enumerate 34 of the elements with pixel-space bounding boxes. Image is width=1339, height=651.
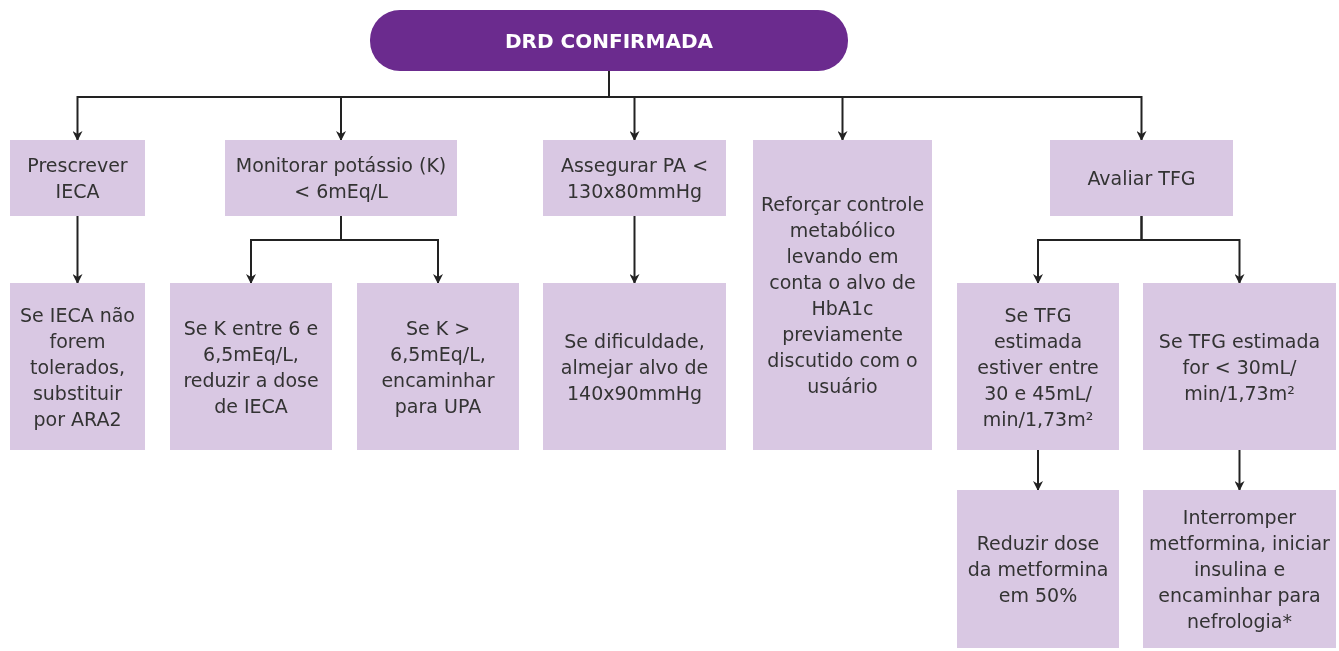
- step-box: [170, 283, 332, 450]
- box-text: Reforçar controle metabólico levando em conta o alvo de HbA1c previamente discutido com o usuário: [759, 192, 926, 399]
- box-text: Se TFG estimada for < 30mL/ min/1,73m²: [1157, 328, 1322, 406]
- step-box: [543, 140, 726, 216]
- box-text: Se IECA não forem tolerados, substituir por ARA2: [19, 302, 136, 432]
- step-box: [1143, 283, 1336, 450]
- connector-arrow: [72, 215, 83, 284]
- step-box: [957, 490, 1119, 648]
- box-text: Se K > 6,5mEq/L, encaminhar para UPA: [380, 315, 496, 419]
- connector-arrow: [629, 215, 640, 284]
- step-box: [357, 283, 519, 450]
- box-text: Se K entre 6 e 6,5mEq/L, reduzir a dose de IECA: [182, 315, 320, 419]
- step-box: [957, 283, 1119, 450]
- step-box: [10, 283, 145, 450]
- step-box: [1143, 490, 1336, 648]
- box-text: Monitorar potássio (K) < 6mEq/L: [234, 153, 448, 204]
- step-box: [753, 140, 932, 450]
- box-text: Avaliar TFG: [1087, 166, 1196, 191]
- step-box: [1050, 140, 1233, 216]
- box-text: DRD CONFIRMADA: [505, 27, 713, 54]
- connector-arrow: [340, 215, 443, 284]
- step-box: [10, 140, 145, 216]
- box-text: Prescrever IECA: [26, 153, 129, 204]
- box-text: Assegurar PA < 130x80mmHg: [559, 153, 710, 204]
- step-box: [225, 140, 457, 216]
- connector-arrow: [1033, 449, 1043, 491]
- step-box: [543, 283, 726, 450]
- connector-arrow: [1234, 449, 1245, 491]
- box-text: Interromper metformina, iniciar insulina e encaminhar para nefrologia*: [1149, 505, 1330, 634]
- box-text: Reduzir dose da metformina em 50%: [966, 531, 1110, 608]
- connector-arrow: [1140, 215, 1245, 284]
- box-text: Se TFG estimada estiver entre 30 e 45mL/ min/1,73m²: [976, 302, 1100, 432]
- title-pill: [370, 10, 848, 71]
- box-text: Se dificuldade, almejar alvo de 140x90mmHg: [559, 328, 710, 406]
